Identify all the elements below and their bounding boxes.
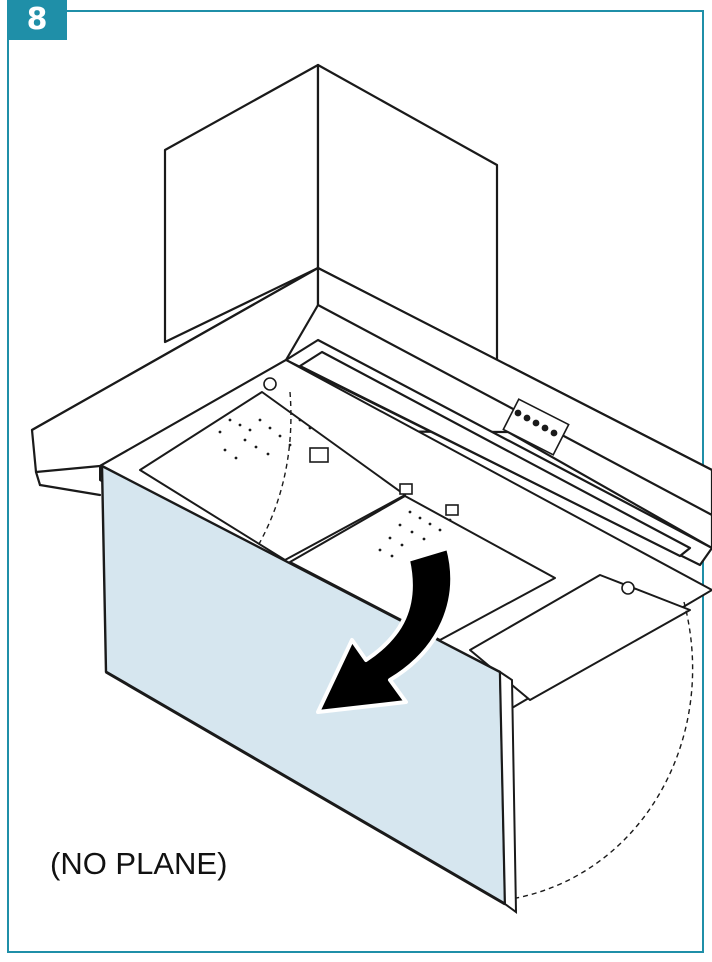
clip xyxy=(445,504,459,516)
clip xyxy=(309,447,329,463)
clip xyxy=(399,483,413,495)
screw xyxy=(263,377,277,391)
control-button xyxy=(550,429,558,437)
glass-panel-edge xyxy=(498,670,518,914)
control-strip-inner xyxy=(298,350,692,558)
control-button xyxy=(532,419,540,427)
caption-text: (NO PLANE) xyxy=(50,846,228,881)
control-button xyxy=(523,414,531,422)
hood-right-band xyxy=(316,266,712,517)
screw xyxy=(621,581,635,595)
control-buttons xyxy=(502,398,570,456)
filter-perforations xyxy=(218,418,452,558)
step-number-badge: 8 xyxy=(7,0,67,40)
control-button xyxy=(514,409,522,417)
control-button xyxy=(541,424,549,432)
mounting-screws xyxy=(263,377,635,595)
curved-arrow-icon xyxy=(316,546,455,714)
